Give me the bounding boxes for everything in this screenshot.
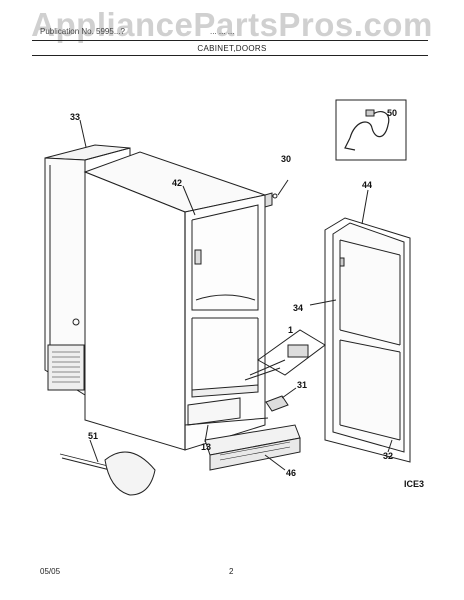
ice-scoop: [59, 439, 156, 496]
callout-34: 34: [293, 303, 304, 313]
cabinet-body: [83, 151, 269, 451]
bottom-hinge: [265, 387, 297, 412]
callout-46: 46: [286, 468, 297, 478]
callout-42: 42: [172, 178, 183, 188]
callout-13: 13: [201, 442, 212, 452]
door-assembly: [309, 217, 411, 463]
front-grille: [204, 424, 301, 471]
door-switch-inset: [244, 329, 326, 381]
section-title: CABINET,DOORS: [197, 44, 267, 53]
callout-33: 33: [70, 112, 81, 122]
footer-date: 05/05: [40, 567, 61, 576]
callout-51: 51: [88, 431, 99, 441]
callout-1: 1: [288, 325, 294, 335]
back-panel: [44, 144, 131, 396]
header-rule-top: [32, 40, 428, 41]
callout-31: 31: [297, 380, 308, 390]
footer-page-number: 2: [229, 567, 234, 576]
callout-44: 44: [362, 180, 373, 190]
watermark: AppliancePartsPros.com: [31, 6, 433, 43]
top-hinge: [264, 179, 289, 208]
power-cord-inset: [335, 99, 407, 161]
callout-32: 32: [383, 451, 394, 461]
publication-number: Publication No. 5995...?: [40, 27, 125, 36]
header-rule-bottom: [32, 55, 428, 56]
model-info: ... ... ...: [210, 27, 235, 36]
callout-50: 50: [387, 108, 398, 118]
diagram-code: ICE3: [404, 479, 425, 489]
callout-30: 30: [281, 154, 292, 164]
